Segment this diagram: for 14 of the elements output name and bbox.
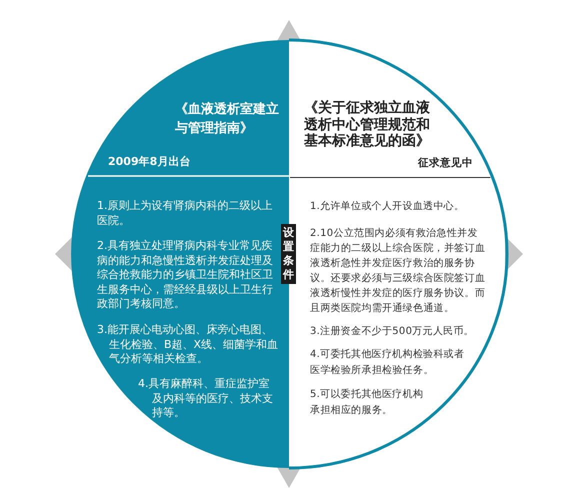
requirement-item: 3.注册资金不少于500万元人民币。 [310,324,474,339]
requirement-item: 2.10公立范围内必须有救治急性并发症能力的二级以上综合医院，并签订血液透析急性并发症医疗救治的服务协议。还要求必须与三级综合医院签订血液透析慢性并发症的医疗服务协议。而且两类医院均需开通绿色通道。 [310,226,486,316]
date-note: 2009年8月出台 [108,155,190,169]
requirement-item: 4.具有麻醉科、重症监护室及内科等的医疗、技术支持等。 [138,377,274,420]
requirement-item: 1.允许单位或个人开设血透中心。 [310,200,464,214]
document-title: 《血液透析室建立与管理指南》 [175,100,280,138]
requirement-item: 4.可委托其他医疗机构检验科或者医学检验所承担检验任务。 [310,348,466,378]
requirement-item: 2.具有独立处理肾病内科专业常见疾病的能力和急慢性透析并发症处理及综合抢救能力的乡镇卫生院和社区卫生服务中心，需经经县级以上卫生行政部门考核同意。 [97,239,274,312]
requirement-item: 3.能开展心电动心图、床旁心电图、生化检验、B超、X线、细菌学和血气分析等相关检查。 [97,323,279,366]
requirement-item: 5.可以委托其他医疗机构承担相应的服务。 [310,388,424,418]
section-tag: 设置条件 [281,224,296,284]
status-note: 征求意见中 [418,157,473,170]
document-title: 《关于征求独立血液透析中心管理规范和基本标准意见的函》 [304,100,431,150]
requirement-item: 1.原则上为设有肾病内科的二级以上医院。 [97,199,274,228]
